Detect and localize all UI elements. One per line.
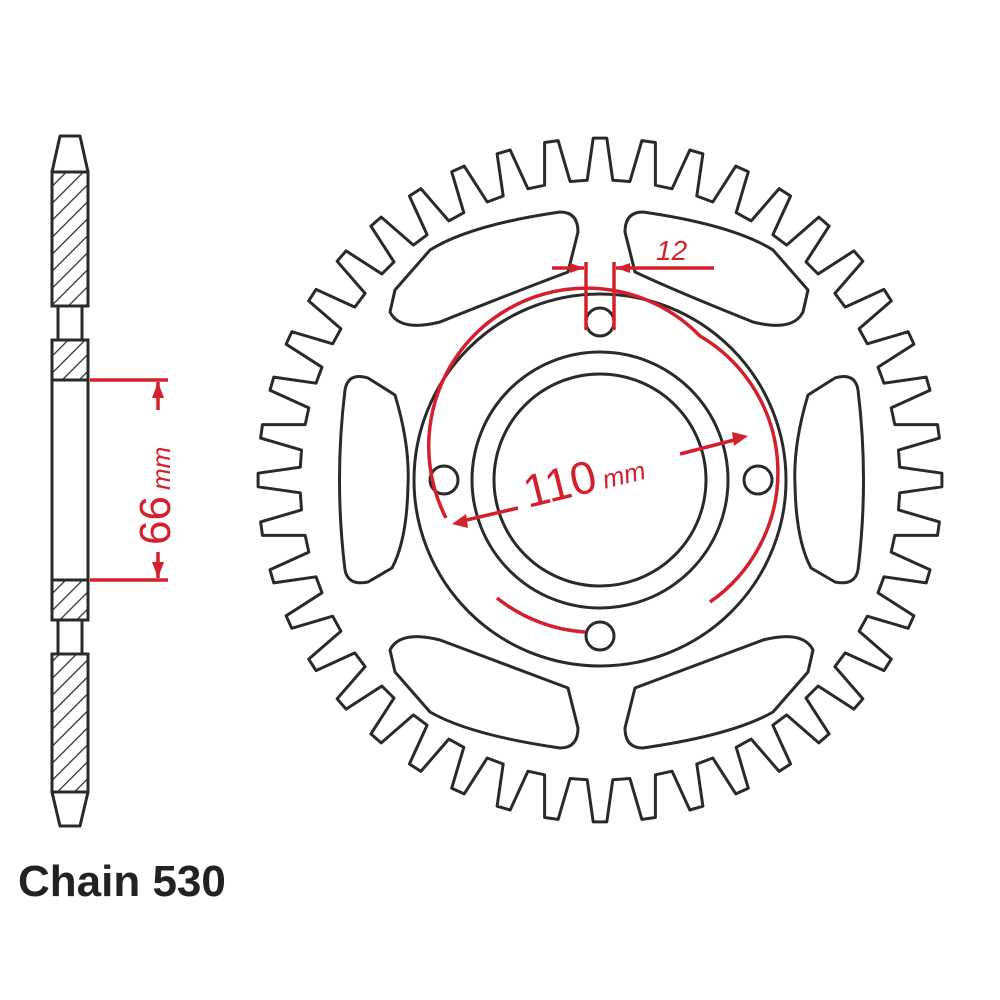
offset-arrow-top [152, 382, 164, 398]
hub-outer-ring [412, 292, 788, 668]
chain-caption: Chain 530 [18, 857, 226, 906]
side-tooth-bottom [50, 790, 90, 828]
pcd-leader-right [679, 436, 743, 456]
hub-inner-ring [470, 350, 730, 610]
cutout-left [338, 375, 410, 585]
cutout-top-right [623, 210, 810, 327]
bolt-hole-dimension: 12 [552, 235, 714, 330]
hole-arrow-right [616, 263, 630, 273]
cutout-bottom-right [623, 635, 815, 750]
side-bolt-hole-upper [56, 304, 84, 342]
hole-arrow-left [570, 263, 584, 273]
bolt-hole-right [742, 464, 774, 496]
cutout-bottom-left [388, 635, 580, 750]
offset-dimension: 66mm [90, 378, 180, 582]
pcd-arrow-left [452, 514, 468, 528]
front-view: 110mm 12 [256, 136, 944, 824]
pcd-arrow-right [732, 432, 748, 446]
pcd-leader-left [457, 506, 519, 524]
side-hub-lower [50, 578, 90, 622]
side-view: 66mm [50, 134, 180, 828]
side-hub-upper [50, 338, 90, 382]
pcd-arc-main [426, 286, 780, 604]
side-center-bore [50, 378, 90, 582]
side-lower-section [50, 652, 90, 794]
bolt-hole-bottom [584, 620, 616, 652]
cutouts [338, 210, 865, 750]
cutout-top-left [388, 210, 580, 327]
center-bore [492, 372, 708, 588]
pcd-arc-lower [495, 596, 586, 634]
offset-arrow-bottom [152, 562, 164, 578]
bolt-hole-left [428, 464, 460, 496]
offset-label: 66mm [131, 447, 180, 545]
cutout-right [793, 375, 865, 585]
side-upper-section [50, 170, 90, 308]
hole-size-label: 12 [656, 235, 688, 266]
side-tooth-top [50, 134, 90, 174]
side-bolt-hole-lower [56, 618, 84, 656]
